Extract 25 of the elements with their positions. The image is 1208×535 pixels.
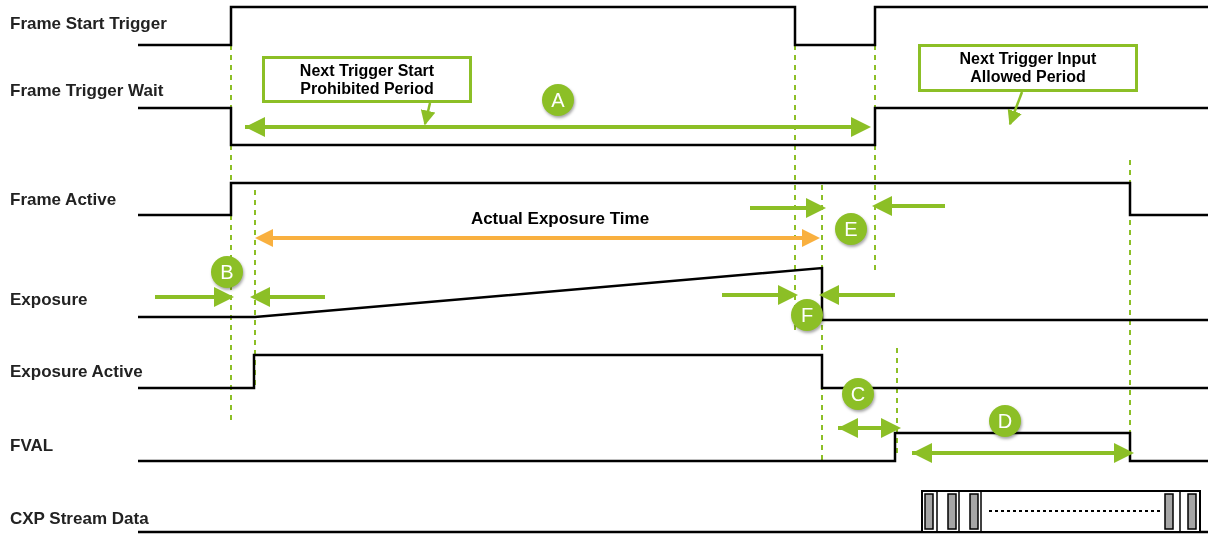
callout-badge	[791, 299, 823, 331]
badge-letter: A	[551, 90, 565, 110]
callout-badge	[842, 378, 874, 410]
callout-text: Next Trigger Start Prohibited Period	[298, 61, 436, 98]
badge-letter: F	[800, 305, 814, 325]
callout-badge	[211, 256, 243, 288]
leader-arrow	[1007, 91, 1024, 126]
callout-box	[918, 44, 1138, 92]
callout-text: Next Trigger Input Allowed Period	[958, 50, 1098, 86]
badge-letter: C	[850, 384, 866, 404]
callout-box	[262, 56, 472, 103]
signal-name: CXP Stream Data	[10, 509, 149, 529]
leader-arrow	[420, 102, 436, 126]
badge-letter: D	[997, 411, 1013, 431]
signal-name: Frame Trigger Wait	[10, 81, 164, 101]
signal-name: Exposure Active	[10, 362, 143, 382]
signal-name: Frame Active	[10, 190, 117, 210]
callout-badge	[989, 405, 1021, 437]
signal-name: Exposure	[10, 290, 88, 310]
signal-name: FVAL	[10, 436, 54, 456]
callout-badge	[542, 84, 574, 116]
signal-name: Frame Start Trigger	[10, 14, 167, 34]
badge-letter: B	[220, 262, 234, 282]
callout-badge	[835, 213, 867, 245]
badge-letter: E	[844, 219, 858, 239]
